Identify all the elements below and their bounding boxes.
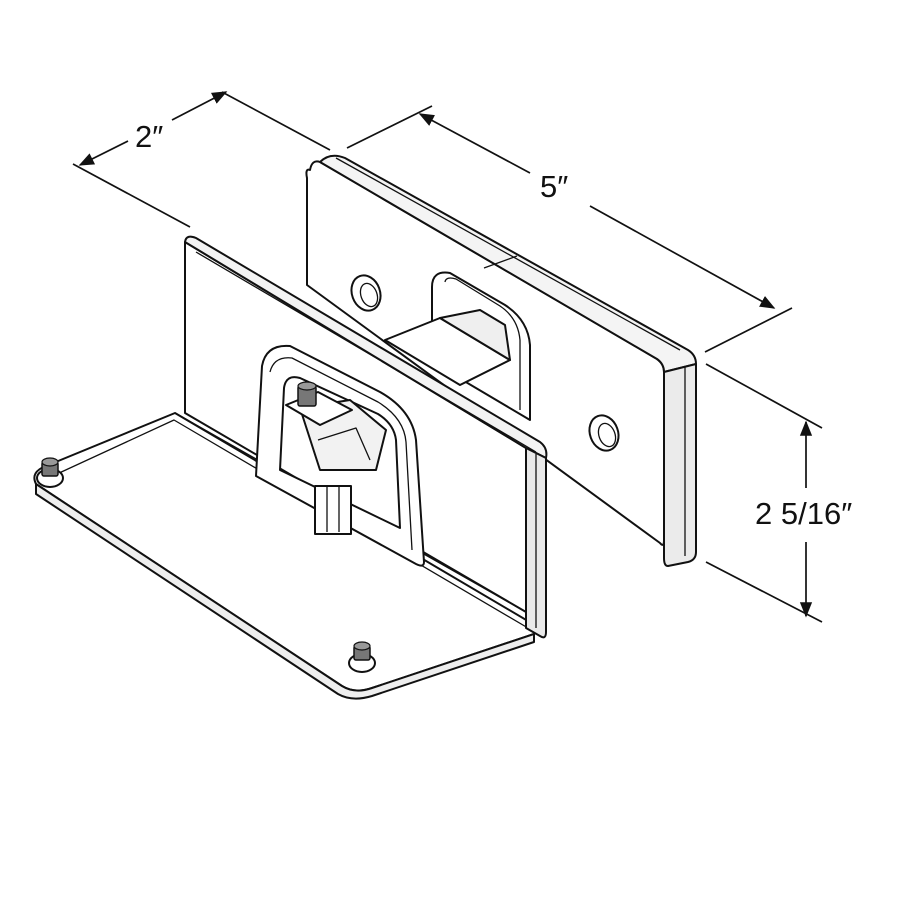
mounting-hole-right xyxy=(588,414,620,452)
dimension-length: 5″ xyxy=(346,105,793,353)
dimension-depth: 2″ xyxy=(72,91,331,228)
back-plate-edge-top xyxy=(319,154,697,373)
dimension-length-label: 5″ xyxy=(540,169,568,204)
dimension-height: 2 5/16″ xyxy=(705,363,852,623)
screw-front-left xyxy=(36,457,64,488)
back-plate-edge-right xyxy=(663,363,697,567)
screw-hook xyxy=(285,381,353,426)
front-plate-top-edge xyxy=(184,235,548,459)
dimension-height-label: 2 5/16″ xyxy=(755,496,852,531)
screw-front-right xyxy=(348,641,376,673)
mounting-hole-left xyxy=(350,274,382,312)
connecting-arm xyxy=(384,309,511,386)
base-plate-edge xyxy=(35,483,535,700)
dimension-depth-label: 2″ xyxy=(135,119,163,154)
hook-loop xyxy=(255,344,425,567)
